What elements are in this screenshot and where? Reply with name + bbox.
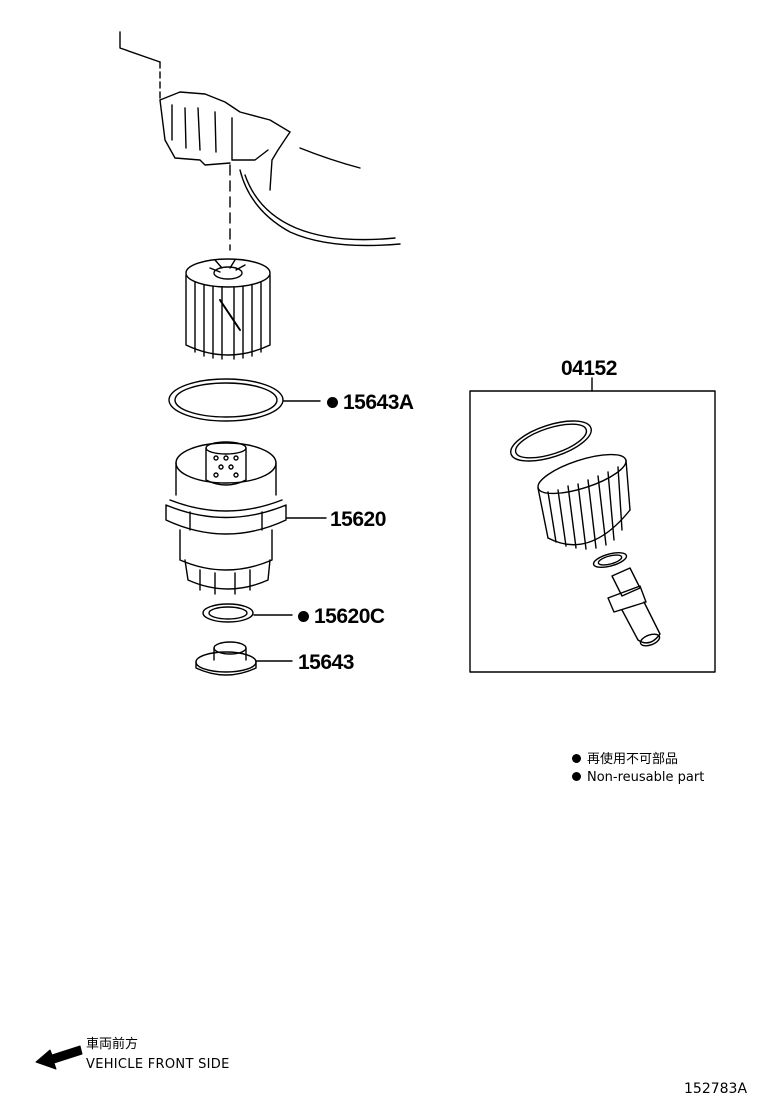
part-label-15643[interactable]: 15643 [298,651,354,674]
legend-en: Non-reusable part [572,771,704,784]
kit-box-04152 [469,390,716,673]
part-label-15643a[interactable]: 15643A [327,392,414,413]
kit-contents [510,420,661,647]
part-label-15620c[interactable]: 15620C [298,606,385,627]
arrow-left-icon [35,1045,83,1070]
filled-circle-icon [572,754,581,763]
filled-circle-icon [298,611,309,622]
direction-en: VEHICLE FRONT SIDE [86,1057,230,1072]
legend-jp: 再使用不可部品 [572,753,678,766]
direction-jp: 車両前方 [86,1037,139,1052]
oil-filter-element [185,258,271,360]
filled-circle-icon [572,772,581,781]
filled-circle-icon [327,397,338,408]
part-label-04152[interactable]: 04152 [561,357,617,380]
drain-plug-15643 [195,641,257,676]
figure-id: 152783A [684,1081,748,1097]
o-ring-15620c [202,603,254,623]
engine-block [119,31,401,247]
o-ring-15643a [168,378,284,422]
part-label-15620[interactable]: 15620 [330,508,386,531]
filter-cap-15620 [165,441,287,595]
